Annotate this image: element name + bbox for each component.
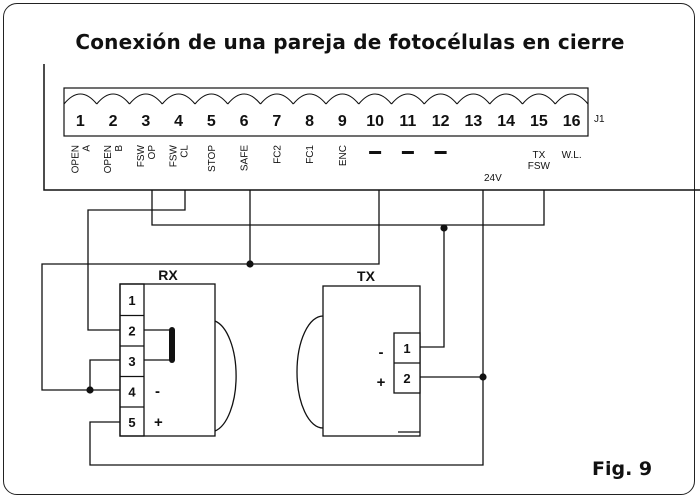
terminal-scallop [489,93,523,105]
rx-lens [214,320,237,432]
terminal-label: SAFE [240,145,251,171]
terminal-label: CL [180,145,191,158]
terminal-sign: - [369,151,382,154]
terminal-scallop [161,93,196,105]
terminal-label: FSW [136,144,147,167]
tx-polarity-minus: - [379,344,384,361]
terminal-label: A [81,145,92,152]
terminal-number: 15 [530,113,548,130]
terminal-scallop [391,93,425,105]
wiring [41,190,545,466]
jumper-dot [169,327,175,333]
terminal-number: 13 [464,113,482,130]
junction-dot [479,373,487,381]
terminal-label: TX [532,150,545,161]
terminal-label: OPEN [103,145,114,173]
terminal-sign: - [401,151,414,154]
junction-dot [86,386,94,394]
wire-rx3-to-rx4 [89,359,120,390]
terminal-label: W.L. [562,150,582,161]
wire-negative-to-rx [41,190,380,391]
tx-lens [296,315,324,429]
terminal-label: FSW [169,144,180,167]
rx-pin: 1 [128,293,135,308]
terminal-number: 6 [240,113,249,130]
wire-fsw-to-rx2 [87,209,152,331]
terminal-number: 4 [174,113,183,130]
terminal-scallop [423,93,458,105]
terminal-scallop [96,93,130,105]
terminal-label: OPEN [70,145,81,173]
terminal-scallop [292,93,327,105]
terminal-label: STOP [207,145,218,172]
rx-pin: 2 [128,324,135,339]
terminal-scallop [260,93,294,105]
terminal-label: B [114,145,125,152]
board-outline [43,64,700,191]
tx-photocell: TX 1 2 - + [296,268,421,437]
terminal-number: 8 [305,113,314,130]
terminal-label: ENC [338,145,349,166]
tx-pin: 1 [403,341,410,356]
terminal-number: 10 [366,113,384,130]
supply-label: 24V [484,173,502,184]
rx-polarity-minus: - [155,383,160,400]
terminal-scallop [129,93,163,105]
junction-dot [246,260,254,268]
rx-jumper [169,330,175,360]
jumper-dot [169,357,175,363]
terminal-number: 14 [497,113,515,130]
terminal-sign: - [434,151,447,154]
terminal-number: 16 [563,113,581,130]
terminal-label: FC2 [272,145,283,164]
rx-pin: 4 [128,385,136,400]
terminal-label: FC1 [305,145,316,164]
terminal-scallop [358,93,392,105]
terminal-number: 12 [432,113,450,130]
terminal-number: 9 [338,113,347,130]
junction-dots [86,224,487,394]
terminal-block-body [63,87,589,137]
figure-label: Fig. 9 [592,458,653,480]
terminal-label: FSW [528,161,551,172]
terminal-scallop [194,93,229,105]
terminal-scallop [227,93,261,105]
wire-positive-to-rx5 [89,190,484,466]
wire-fsw-cl-to-tx-fsw [151,190,545,226]
wire-fsw-cl-bridge [152,190,186,211]
terminal-number: 3 [141,113,150,130]
diagram-frame [3,3,695,495]
terminal-number: 7 [272,113,281,130]
terminal-number: 5 [207,113,216,130]
terminal-label: OP [147,145,158,160]
tx-polarity-plus: + [377,374,386,391]
tx-label: TX [357,268,376,284]
terminal-scallop [522,93,556,105]
rx-photocell: RX 1 2 3 4 5 - + [119,267,237,437]
junction-dot [440,224,448,232]
terminal-scallop [456,93,491,105]
terminal-number: 11 [399,113,416,130]
terminal-number: 2 [109,113,118,130]
rx-pin: 3 [128,354,135,369]
terminal-scallop [63,93,98,105]
terminal-scallop [325,93,360,105]
diagram-title: Conexión de una pareja de fotocélulas en… [75,30,625,54]
rx-polarity-plus: + [154,414,163,431]
rx-pin: 5 [128,415,135,430]
tx-pin: 2 [403,371,410,386]
connector-id: J1 [594,114,605,125]
terminal-number: 1 [76,113,85,130]
rx-label: RX [158,267,178,283]
terminal-scallop [554,93,589,105]
